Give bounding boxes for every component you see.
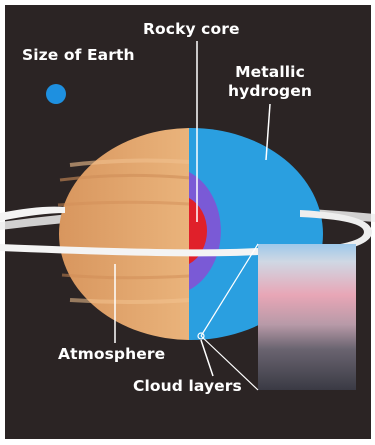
leader-metallic-hydrogen bbox=[265, 103, 271, 161]
ring-front bbox=[0, 206, 65, 221]
metallic-hydrogen-label: Metallic hydrogen bbox=[226, 63, 314, 101]
cloud-connector-top bbox=[200, 243, 259, 337]
rocky-core-label: Rocky core bbox=[143, 20, 240, 38]
earth-size-dot bbox=[46, 84, 66, 104]
cloud-layers-panel bbox=[258, 244, 356, 390]
metallic-hydrogen-label-line2: hydrogen bbox=[228, 82, 312, 100]
atmosphere-label: Atmosphere bbox=[58, 345, 166, 363]
atmosphere-half bbox=[57, 128, 189, 340]
cloud-point-marker bbox=[197, 332, 205, 340]
size-of-earth-label: Size of Earth bbox=[22, 46, 135, 64]
leader-cloud-layers bbox=[200, 339, 214, 377]
ring-front-band bbox=[0, 244, 258, 257]
metallic-hydrogen-label-line1: Metallic bbox=[235, 63, 305, 81]
cloud-layers-label: Cloud layers bbox=[133, 377, 242, 395]
cloud-connector-bottom bbox=[200, 335, 259, 391]
rocky-core bbox=[189, 198, 208, 264]
